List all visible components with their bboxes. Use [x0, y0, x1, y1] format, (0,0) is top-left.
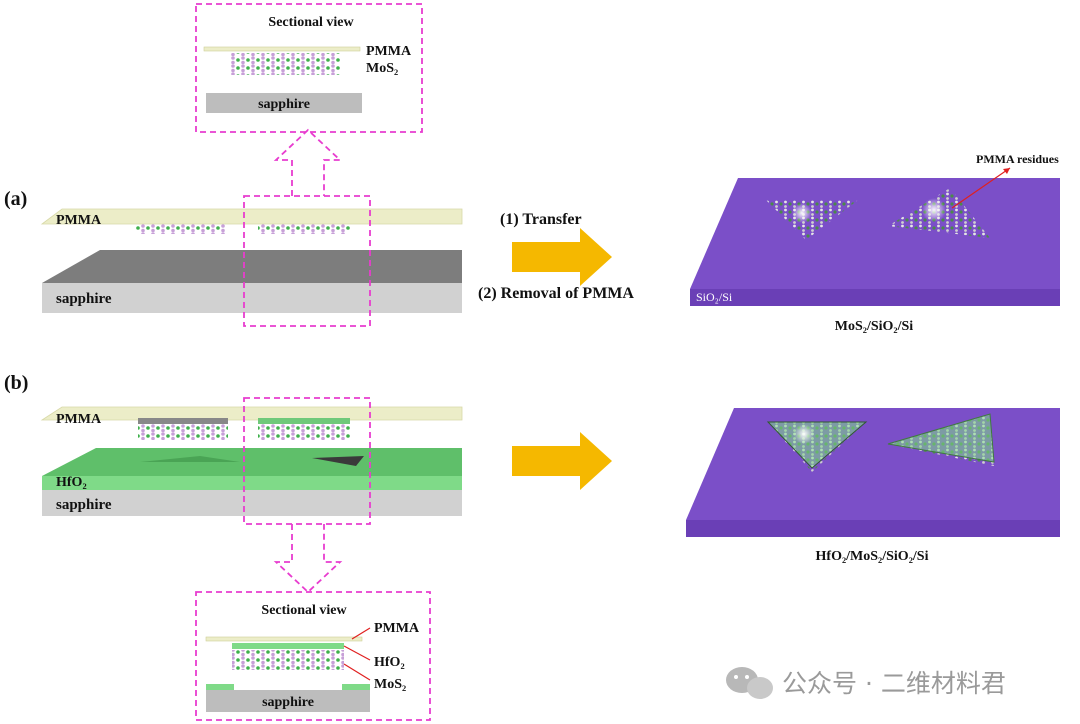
panel-b-sectional-mos2 — [232, 650, 344, 670]
panel-b-sectional-pmma-label: PMMA — [374, 621, 420, 636]
result-b-hfo2-flake-1 — [766, 421, 868, 469]
panel-b-sectional-pmma — [205, 636, 363, 642]
panel-b-sectional-hfo2-left — [206, 684, 234, 690]
result-b-caption: HfO₂/MoS₂/SiO₂/Si — [816, 549, 929, 564]
panel-a-sectional-pmma-label: PMMA — [366, 44, 412, 59]
panel-b-callout — [243, 397, 371, 594]
panel-b-sectional-hfo2 — [232, 643, 344, 649]
result-a-residue-pointer — [951, 167, 1011, 209]
panel-b-label: (b) — [4, 372, 28, 394]
watermark-text: 公众号 · 二维材料君 — [782, 669, 1006, 698]
panel-a-pmma-film: PMMA — [40, 208, 463, 228]
process-step-2-label: (2) Removal of PMMA — [478, 285, 634, 302]
panel-b-hfo2-label: HfO₂ — [56, 475, 87, 490]
panel-b-sectional-pointers — [343, 627, 371, 681]
panel-a-sapphire-label: sapphire — [56, 291, 112, 307]
panel-a-sectional-view: Sectional view PMMA MoS₂ sapphire — [195, 3, 423, 133]
panel-b-pmma-film: PMMA — [40, 406, 463, 427]
panel-a-sectional-mos2 — [230, 53, 340, 75]
panel-a-sectional-title: Sectional view — [268, 15, 354, 30]
panel-b-pmma-label: PMMA — [56, 412, 102, 427]
result-a-caption: MoS₂/SiO₂/Si — [835, 319, 914, 334]
result-a-residue-arrowhead-icon — [1003, 168, 1010, 174]
result-b-residue-1 — [794, 424, 814, 444]
panel-b-sectional-mos2-label: MoS₂ — [374, 677, 406, 692]
panel-a: (a) sapphire PMMA Sectional view PMMA M — [4, 3, 463, 327]
panel-a-callout — [243, 128, 371, 327]
panel-b-mos2-flake-1 — [138, 424, 228, 440]
panel-a-sapphire-substrate: sapphire — [42, 250, 462, 313]
panel-b-sapphire-substrate: sapphire — [42, 490, 462, 516]
result-a-residue-2 — [922, 198, 946, 222]
result-a-mos2-flake-1 — [766, 200, 858, 240]
result-a-residue-1 — [792, 203, 812, 223]
panel-b-sectional-hfo2-label: HfO₂ — [374, 655, 405, 670]
panel-b-sectional-sapphire — [206, 690, 370, 712]
panel-a-label: (a) — [4, 188, 27, 210]
panel-b-sectional-view: Sectional view sapphire PMMA HfO₂ MoS₂ — [195, 591, 431, 721]
panel-b-sapphire-label: sapphire — [56, 497, 112, 513]
result-b-hfo2-flake-2 — [887, 413, 995, 463]
panel-b: (b) sapphire HfO₂ PMMA — [4, 372, 463, 721]
panel-a-sectional-sapphire-label: sapphire — [258, 97, 310, 112]
result-a-sio2-side — [690, 289, 1060, 306]
result-a-substrate-label: SiO₂/Si — [696, 290, 733, 304]
panel-a-pmma-label: PMMA — [56, 213, 102, 228]
panel-b-sectional-hfo2-right — [342, 684, 370, 690]
panel-b-sectional-title: Sectional view — [261, 603, 347, 618]
watermark: 公众号 · 二维材料君 — [726, 667, 1006, 699]
wechat-icon — [726, 667, 773, 699]
panel-b-hfo2-flake-2 — [258, 418, 350, 424]
panel-a-sectional-sapphire — [206, 93, 362, 113]
panel-b-mos2-flake-2 — [258, 424, 350, 440]
process-arrow-a-icon — [512, 228, 612, 286]
panel-b-hfo2-flake-1 — [138, 418, 228, 424]
panel-a-mos2-flake-2 — [258, 224, 350, 234]
result-b-sio2-top — [686, 408, 1060, 520]
result-a: SiO₂/Si PMMA residues MoS₂/SiO₂/Si — [690, 152, 1060, 334]
result-a-residue-label: PMMA residues — [976, 152, 1059, 166]
process-step: (1) Transfer (2) Removal of PMMA — [478, 211, 634, 490]
panel-b-hfo2-layer: HfO₂ — [42, 448, 462, 490]
process-arrow-b-icon — [512, 432, 612, 490]
result-b: HfO₂/MoS₂/SiO₂/Si — [686, 408, 1060, 564]
panel-a-sectional-pmma — [203, 46, 361, 52]
panel-a-mos2-flake-1 — [135, 224, 225, 234]
process-step-1-label: (1) Transfer — [500, 211, 582, 228]
panel-a-sectional-mos2-label: MoS₂ — [366, 61, 398, 76]
result-a-sio2-top — [690, 178, 1060, 289]
result-b-sio2-side — [686, 520, 1060, 537]
panel-b-sectional-sapphire-label: sapphire — [262, 695, 314, 710]
